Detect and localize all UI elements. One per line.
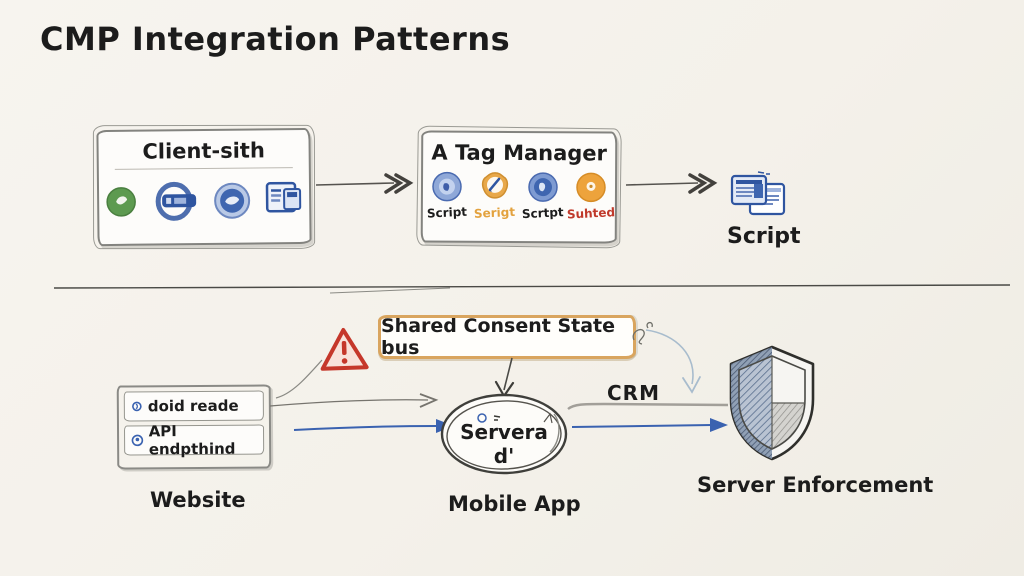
mobile-node-label: Servera d': [460, 420, 548, 468]
blue-dot-icon: [132, 401, 142, 412]
website-row-consent: doid reade: [123, 390, 264, 422]
section-divider: [53, 284, 1011, 294]
page-title: CMP Integration Patterns: [40, 20, 511, 58]
blue-disc-icon: [528, 172, 558, 202]
warning-triangle-icon: [320, 328, 369, 371]
line-mobile-to-shield-gray: [567, 402, 729, 410]
tag-item-label: Scrtpt: [521, 205, 565, 222]
tag-item-script1: Script: [426, 171, 468, 221]
blue-badge-icon: [131, 434, 144, 447]
orange-donut-icon: [576, 172, 606, 203]
green-badge-icon: [106, 187, 136, 217]
script-node-label: Script: [727, 224, 801, 249]
server-enforcement-caption: Server Enforcement: [697, 473, 934, 497]
warning-leader-line: [275, 359, 323, 399]
website-row-api: API endpthind: [123, 422, 265, 459]
arrow-mobile-to-shield-blue: [571, 418, 728, 432]
arrow-website-to-mobile-gray: [269, 393, 439, 408]
stacked-windows-icon: [730, 171, 786, 216]
blue-disc-icon: [432, 171, 462, 202]
shield-icon: [729, 345, 815, 461]
arrow-tagmanager-to-script: [625, 173, 718, 194]
tag-item-label: Script: [426, 204, 468, 221]
blue-seal-icon: [214, 182, 251, 219]
squiggle-decoration: [632, 321, 653, 345]
divider: [114, 167, 293, 170]
consent-state-bus-box: Shared Consent State bus: [378, 315, 636, 359]
blue-key-badge-icon: [155, 181, 197, 221]
browser-window-icon: [265, 181, 302, 213]
tag-manager-box: A Tag Manager Script Serigt: [420, 130, 618, 244]
tag-item-script2: Serigt: [473, 171, 516, 221]
website-box: doid reade API endpthind: [116, 384, 272, 470]
tag-manager-title: A Tag Manager: [431, 140, 608, 166]
tag-item-label: Suhted: [566, 205, 616, 222]
mobile-caption: Mobile App: [448, 492, 581, 516]
client-box-title: Client-sith: [142, 138, 265, 164]
website-row-label: API endpthind: [148, 422, 236, 459]
tag-item-suhted: Suhted: [566, 171, 615, 222]
tag-item-label: Serigt: [473, 204, 516, 221]
arrow-bus-to-crm-curved: [645, 329, 701, 394]
bus-label: Shared Consent State bus: [381, 315, 616, 359]
arrow-client-to-tagmanager: [315, 173, 414, 194]
crm-label: CRM: [607, 381, 660, 405]
mobile-node-ellipse: [440, 393, 568, 475]
tag-item-script3: Scrtpt: [521, 171, 565, 222]
website-caption: Website: [150, 488, 246, 512]
orange-gear-icon: [481, 172, 509, 199]
client-side-box: Client-sith: [96, 127, 312, 247]
website-row-label: doid reade: [147, 396, 239, 416]
